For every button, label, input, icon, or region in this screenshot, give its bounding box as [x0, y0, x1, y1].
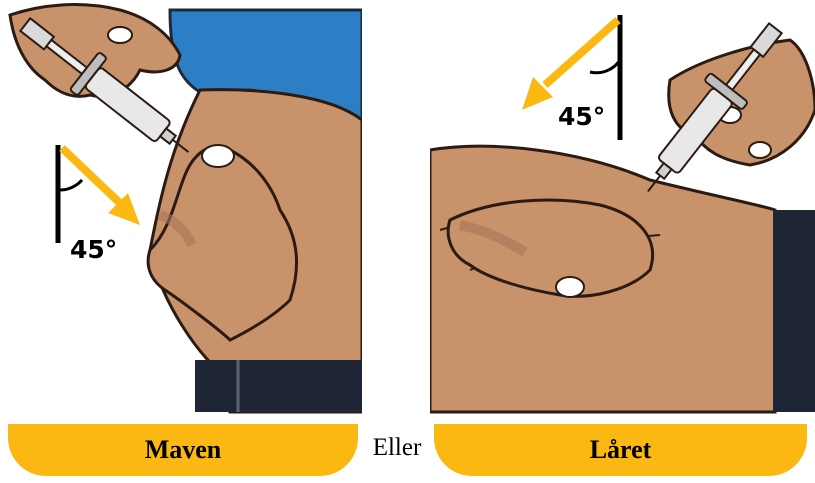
angle-label: 45° [558, 102, 605, 131]
trousers [773, 210, 815, 412]
angle-arc [58, 180, 82, 190]
or-connector: Eller [363, 434, 431, 462]
direction-arrow [545, 20, 618, 85]
abdomen-label-bar: Maven [8, 424, 358, 476]
thumbnail [556, 277, 584, 297]
direction-arrow [62, 148, 125, 208]
thigh-label: Låret [590, 435, 652, 465]
abdomen-illustration: 45° [0, 0, 362, 415]
abdomen-label: Maven [145, 435, 222, 465]
thumbnail [202, 145, 234, 167]
angle-arc [590, 60, 620, 73]
trousers [195, 360, 362, 412]
thigh-illustration: 45° [430, 0, 815, 415]
thigh-label-bar: Låret [434, 424, 807, 476]
angle-label: 45° [70, 235, 117, 264]
